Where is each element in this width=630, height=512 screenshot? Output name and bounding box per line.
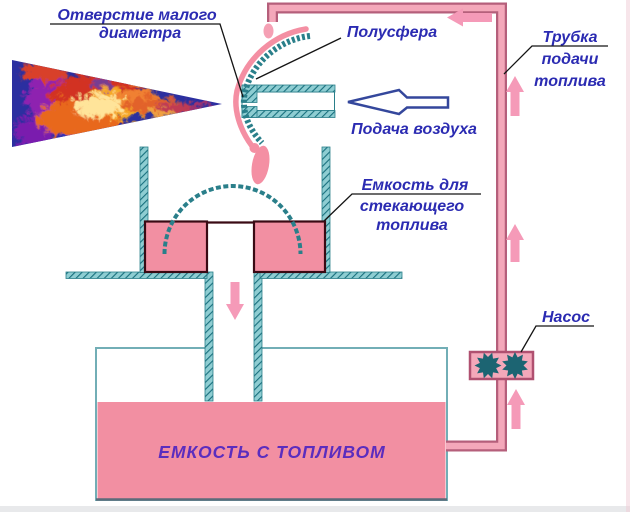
- drain-container-right: [252, 220, 327, 274]
- label-pump: Насос: [542, 309, 590, 326]
- label-hemisphere: Полусфера: [347, 24, 437, 41]
- flow-arrow-down-icon: [226, 282, 244, 320]
- flow-arrow-up-icon: [507, 389, 525, 429]
- hemisphere-arc: [241, 33, 311, 146]
- fuel-tank-fuel: [97, 402, 446, 499]
- label-drain-line1: Емкость для: [362, 177, 469, 194]
- supply-tube-upper-fill: [269, 4, 505, 352]
- air-tube: [241, 84, 336, 118]
- label-small-hole-line2: диаметра: [99, 25, 181, 42]
- pump: [468, 349, 535, 382]
- flame-texture: [12, 60, 216, 147]
- leader-small-hole: [50, 23, 244, 98]
- leader-hemisphere: [255, 37, 342, 80]
- drain-tube-wall-left: [204, 271, 214, 402]
- flame-spray: [12, 60, 222, 147]
- atomizer-hemisphere: [233, 23, 311, 185]
- drain-container: [143, 220, 327, 274]
- label-fuel-tube-line1: Трубка: [543, 29, 598, 46]
- label-drain-line3: топлива: [376, 217, 448, 234]
- fuel-film: [233, 26, 309, 149]
- shelf-left: [65, 271, 208, 279]
- label-fuel-tube-line2: подачи: [542, 51, 599, 68]
- drain-tube-wall-right: [253, 271, 263, 402]
- label-drain-line2: стекающего: [360, 198, 464, 215]
- flow-arrow-left-icon: [447, 8, 492, 27]
- fuel-drop-top: [263, 23, 274, 39]
- shelf-right: [259, 271, 403, 279]
- fuel-drop-large: [251, 145, 270, 185]
- leader-lines: [50, 23, 608, 353]
- supply-tube-lower-border: [446, 379, 507, 452]
- flow-arrows: [226, 8, 525, 429]
- air-supply-arrow-icon: [347, 88, 450, 116]
- label-small-hole-line1: Отверстие малого: [57, 7, 216, 24]
- fuel-tank: [95, 347, 448, 501]
- bottom-edge-band: [0, 506, 630, 512]
- dome-screen: [162, 184, 303, 255]
- burner-frame: [65, 146, 403, 279]
- label-air-supply: Подача воздуха: [351, 121, 477, 138]
- label-fuel-tube-line3: топлива: [534, 73, 606, 90]
- supply-tube-lower-fill: [446, 379, 505, 450]
- fuel-tank-label: ЕМКОСТЬ С ТОПЛИВОМ: [158, 442, 385, 462]
- flow-arrow-up-icon: [506, 224, 524, 262]
- right-edge-band: [626, 0, 630, 512]
- flow-arrow-up-icon: [506, 76, 524, 116]
- leader-fuel-tube: [503, 45, 608, 75]
- leader-pump: [520, 325, 594, 353]
- drain-container-left: [143, 220, 209, 274]
- leader-drain-container: [323, 193, 481, 222]
- fuel-supply-tube: [267, 2, 507, 452]
